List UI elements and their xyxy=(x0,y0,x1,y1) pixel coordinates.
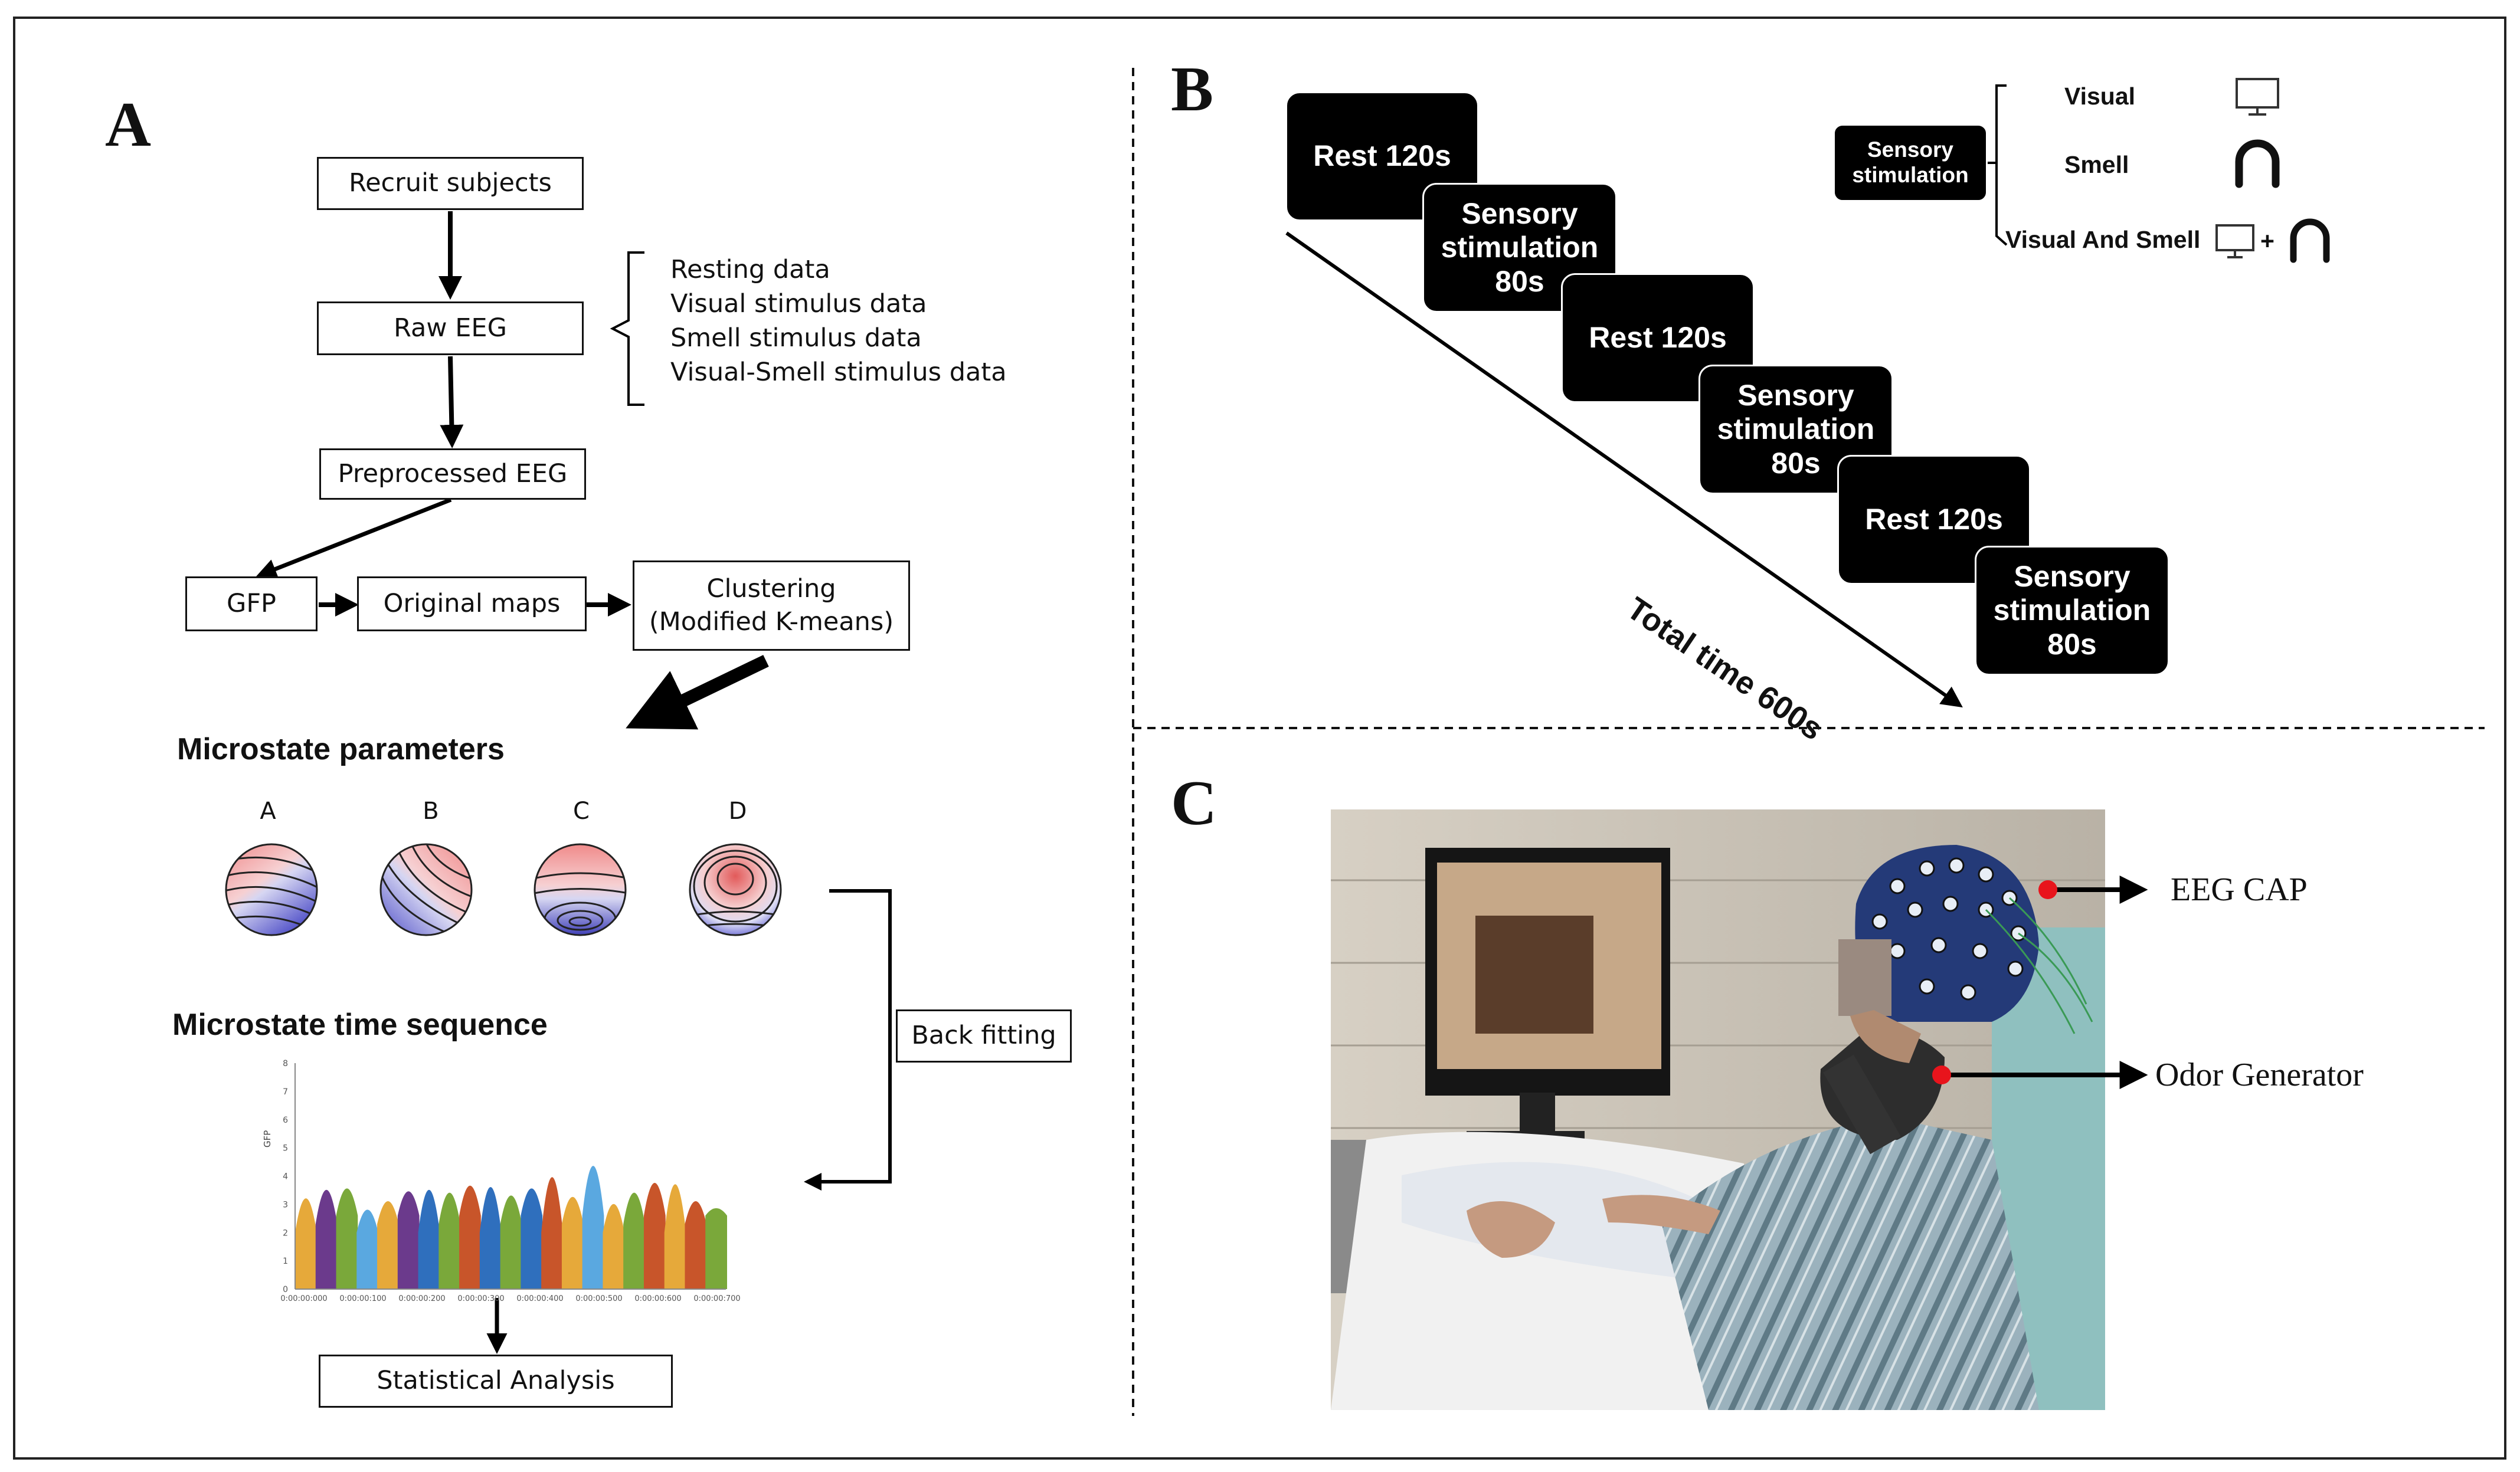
gfp-xtick-label: 0:00:00:600 xyxy=(634,1294,681,1303)
gfp-segment xyxy=(541,1177,563,1289)
recruit-subjects-box: Recruit subjects xyxy=(317,157,584,210)
microstate-parameters-title: Microstate parameters xyxy=(177,732,505,766)
microstate-map-c xyxy=(534,843,627,936)
data-type-item: Visual-Smell stimulus data xyxy=(670,358,1007,387)
experiment-photo xyxy=(1331,809,2105,1410)
gfp-segment xyxy=(623,1192,645,1289)
gfp-time-sequence-plot: 0 1 2 3 4 5 6 7 8 0:00:00:000 0:00:00:100 0:00:00:… xyxy=(262,1059,741,1303)
gfp-ytick-label: 5 xyxy=(283,1144,288,1153)
gfp-segment xyxy=(479,1187,502,1289)
microstate-maps xyxy=(225,843,782,936)
gfp-ytick-label: 0 xyxy=(283,1285,288,1294)
microstate-label-d: D xyxy=(728,798,747,825)
modality-smell: Smell xyxy=(2064,151,2129,178)
gfp-ytick-label: 4 xyxy=(283,1172,288,1182)
gfp-segment xyxy=(685,1201,707,1289)
panel-a-letter: A xyxy=(105,90,151,160)
odor-generator-label: Odor Generator xyxy=(2155,1057,2364,1093)
gfp-xtick-label: 0:00:00:400 xyxy=(516,1294,563,1303)
gfp-xtick-label: 0:00:00:000 xyxy=(280,1294,327,1303)
odor-generator-marker xyxy=(1932,1066,1951,1084)
gfp-segment xyxy=(603,1204,625,1289)
gfp-ytick-label: 3 xyxy=(283,1200,288,1209)
gfp-segment xyxy=(459,1185,481,1289)
data-types-list: Resting data Visual stimulus data Smell … xyxy=(670,253,1007,389)
gfp-segment xyxy=(377,1201,399,1289)
gfp-xtick-label: 0:00:00:700 xyxy=(693,1294,740,1303)
gfp-ytick-label: 2 xyxy=(283,1228,288,1238)
monitor-icon xyxy=(2236,78,2279,116)
data-type-item: Smell stimulus data xyxy=(670,323,922,353)
gfp-xtick-label: 0:00:00:100 xyxy=(339,1294,386,1303)
back-fitting-box: Back fitting xyxy=(896,1009,1072,1063)
eeg-cap-label: EEG CAP xyxy=(2171,871,2308,908)
microstate-label-a: A xyxy=(260,798,276,825)
gfp-segment xyxy=(500,1195,522,1289)
statistical-analysis-box: Statistical Analysis xyxy=(319,1355,673,1408)
data-type-item: Visual stimulus data xyxy=(670,289,927,319)
preprocessed-eeg-box: Preprocessed EEG xyxy=(319,448,586,500)
gfp-xtick-label: 0:00:00:300 xyxy=(457,1294,504,1303)
panel-c-letter: C xyxy=(1171,768,1217,838)
gfp-segment xyxy=(582,1166,604,1289)
gfp-segment xyxy=(705,1208,727,1289)
original-maps-box: Original maps xyxy=(357,576,587,631)
gfp-segment xyxy=(356,1209,379,1289)
gfp-ytick-label: 1 xyxy=(283,1257,288,1266)
modality-visual: Visual xyxy=(2064,83,2136,110)
gfp-segment xyxy=(397,1191,420,1289)
sensory-stimulation-legend-block: Sensory stimulation xyxy=(1833,124,1988,202)
gfp-segment xyxy=(643,1182,666,1289)
gfp-segment xyxy=(295,1198,317,1289)
monitor-icon xyxy=(2215,224,2254,258)
microstate-label-c: C xyxy=(573,798,590,825)
neck-device-icon xyxy=(2290,218,2330,263)
stimulation-block-3: Sensory stimulation 80s xyxy=(1975,546,2169,676)
gfp-segment xyxy=(438,1192,461,1289)
gfp-box: GFP xyxy=(185,576,318,631)
microstate-time-sequence-title: Microstate time sequence xyxy=(172,1008,548,1042)
gfp-segment xyxy=(418,1189,440,1289)
gfp-segment xyxy=(521,1188,543,1289)
figure-frame xyxy=(13,17,2506,1460)
modality-visual-and-smell: Visual And Smell xyxy=(2005,226,2201,253)
gfp-segment xyxy=(336,1188,358,1289)
clustering-box: Clustering (Modified K-means) xyxy=(633,560,910,651)
gfp-xtick-label: 0:00:00:200 xyxy=(398,1294,445,1303)
panel-b-letter: B xyxy=(1171,54,1214,124)
gfp-ylabel: GFP xyxy=(262,1130,273,1148)
microstate-map-d xyxy=(689,843,782,936)
gfp-segment xyxy=(315,1189,338,1289)
raw-eeg-box: Raw EEG xyxy=(317,301,584,355)
gfp-ytick-label: 8 xyxy=(283,1059,288,1068)
microstate-label-b: B xyxy=(423,798,439,825)
flow-arrows xyxy=(256,211,892,1354)
microstate-map-b xyxy=(379,843,473,936)
plus-sign: + xyxy=(2260,227,2274,254)
gfp-segment xyxy=(561,1196,584,1289)
gfp-segment xyxy=(664,1184,686,1289)
gfp-ytick-label: 6 xyxy=(283,1116,288,1125)
eeg-cap-marker xyxy=(2038,880,2057,899)
gfp-xtick-label: 0:00:00:500 xyxy=(575,1294,622,1303)
neck-device-icon xyxy=(2235,139,2280,188)
gfp-ytick-label: 7 xyxy=(283,1087,288,1097)
data-type-item: Resting data xyxy=(670,255,830,284)
